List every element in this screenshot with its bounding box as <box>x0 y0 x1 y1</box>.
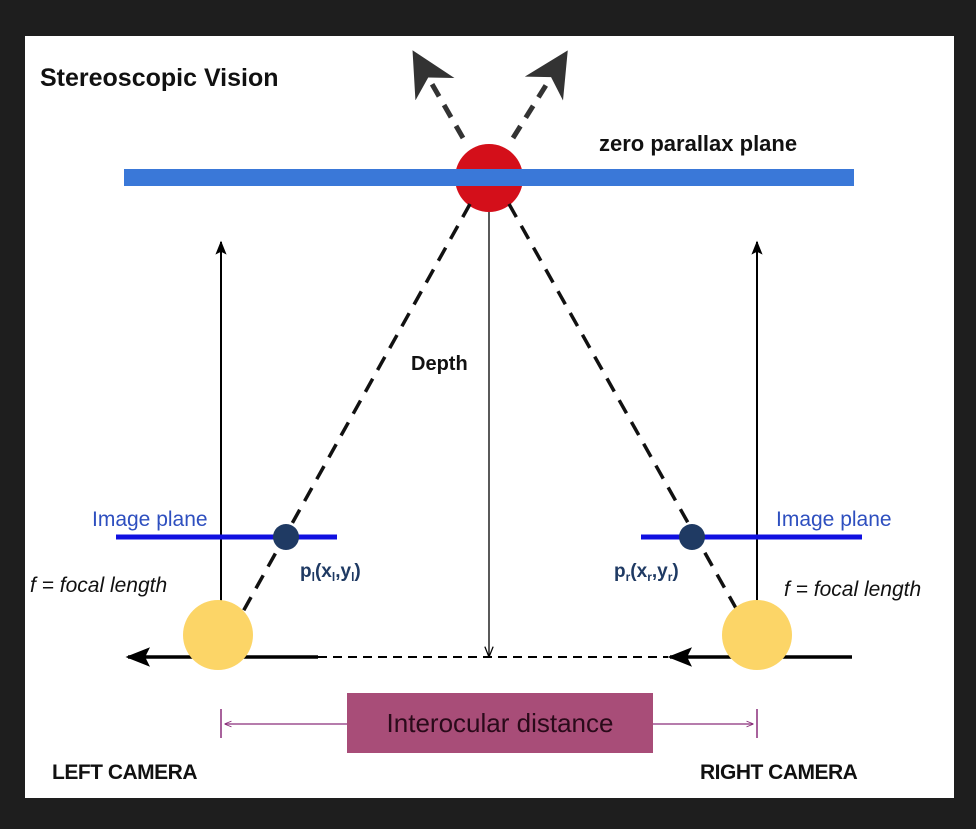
interocular-distance-label: Interocular distance <box>387 708 614 738</box>
left-projection-label: pl(xl,yl) <box>300 561 361 584</box>
zero-parallax-plane-label: zero parallax plane <box>599 131 797 156</box>
right-focal-length-label: f = focal length <box>784 578 921 601</box>
left-camera <box>183 600 253 670</box>
upper-right-ray <box>510 50 568 140</box>
depth-label: Depth <box>411 353 468 375</box>
upper-left-ray <box>412 50 466 140</box>
zero-parallax-plane <box>124 169 854 186</box>
right-projection-point <box>679 524 705 550</box>
right-camera <box>722 600 792 670</box>
left-camera-label: LEFT CAMERA <box>52 761 197 784</box>
interocular-distance-box <box>347 693 653 753</box>
left-sight-ray <box>238 203 472 618</box>
page-title: Stereoscopic Vision <box>40 64 279 92</box>
right-projection-label: pr(xr,yr) <box>614 561 679 584</box>
left-image-plane-label: Image plane <box>92 508 208 531</box>
left-projection-point <box>273 524 299 550</box>
left-focal-length-label: f = focal length <box>30 574 167 597</box>
right-camera-label: RIGHT CAMERA <box>700 761 858 784</box>
right-image-plane-label: Image plane <box>776 508 892 531</box>
